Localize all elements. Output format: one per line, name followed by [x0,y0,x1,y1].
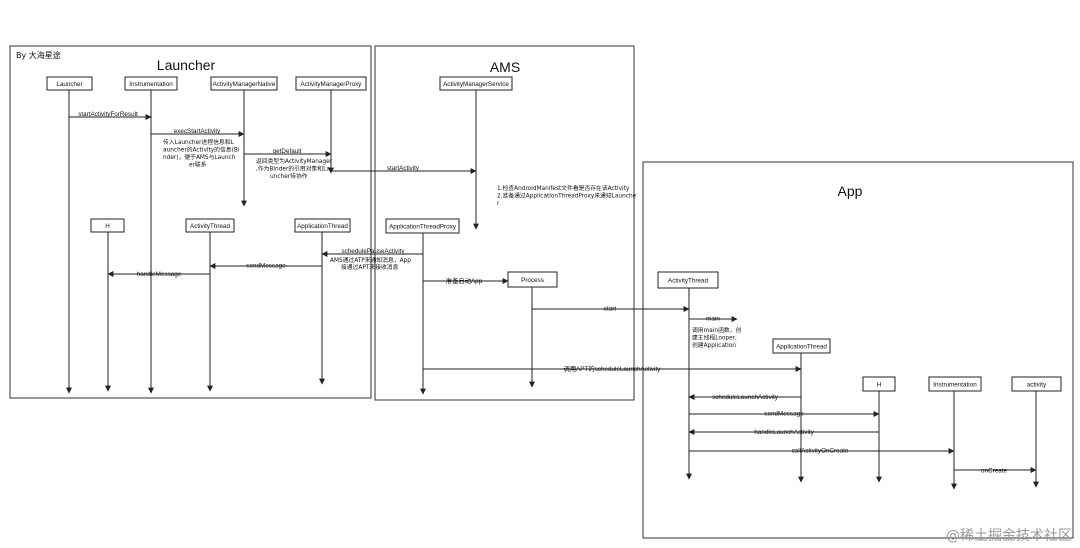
participant-app-h: H [862,376,896,392]
svg-text:startActivity: startActivity [387,165,420,172]
participant-app-application-thread: ApplicationThread [772,338,831,354]
svg-text:sendMessage: sendMessage [246,263,286,270]
svg-text:准备启动App: 准备启动App [446,276,483,285]
svg-text:handleMessage: handleMessage [137,271,182,278]
message-get-default: getDefault [244,148,332,157]
message-schedule-launch-activity: scheduleLaunchActivity [688,394,801,401]
message-main: main [689,316,738,323]
participant-process: Process [507,271,558,288]
svg-text:ApplicationThreadProxy: ApplicationThreadProxy [389,224,457,231]
message-start-activity-for-result: startActivityForResult [69,111,152,120]
svg-text:getDefault: getDefault [273,148,302,155]
participant-app-activity-thread: ActivityThread [657,271,719,289]
svg-text:execStartActivity: execStartActivity [174,128,221,135]
message-start-activity: startActivity [331,165,477,174]
note-get-default: 返回类型为ActivityManager ,作为Binder的引用对象和La u… [256,157,334,180]
message-schedule-launch-activity-call: 调用APT的scheduleLaunchActivity [423,364,802,373]
participant-launcher-activity-thread: ActivityThread [185,218,235,233]
svg-text:H: H [105,223,110,230]
message-call-activity-on-create: callActivityOnCreate [689,448,955,455]
participant-instrumentation: Instrumentation [124,76,178,91]
svg-text:onCreate: onCreate [981,468,1007,475]
svg-text:调用APT的scheduleLaunchActivity: 调用APT的scheduleLaunchActivity [564,364,662,373]
svg-text:startActivityForResult: startActivityForResult [78,111,138,118]
note-ams: 1.检查AndroidManifest文件看是否存在该Activity 2.准备… [497,184,638,207]
svg-text:ApplicationThread: ApplicationThread [776,344,827,351]
message-send-message-app: sendMessage [689,411,880,418]
svg-text:Instrumentation: Instrumentation [933,382,977,389]
message-handle-launch-activity: handleLaunchActivity [688,429,879,436]
svg-text:schedulePauseActivity: schedulePauseActivity [341,248,405,255]
message-on-create: onCreate [954,467,1037,475]
svg-text:ApplicationThread: ApplicationThread [297,223,348,230]
launcher-frame-title: Launcher [157,57,216,73]
svg-text:callActivityOnCreate: callActivityOnCreate [792,448,849,455]
app-frame: App [642,161,1074,539]
svg-text:main: main [706,316,720,323]
svg-text:sendMessage: sendMessage [764,411,804,418]
message-prepare-app: 准备启动App [423,276,509,285]
message-start: start [532,306,690,313]
svg-text:H: H [877,382,882,389]
participant-activity-manager-proxy: ActivityManagerProxy [295,76,367,91]
note-schedule-pause: AMS通过ATP来通知消息，App 接通过APT来接收消息 [330,256,413,271]
watermark: @稀土掘金技术社区 [946,528,1072,544]
svg-text:Launcher: Launcher [56,81,82,88]
participant-application-thread-proxy: ApplicationThreadProxy [385,218,460,234]
svg-text:handleLaunchActivity: handleLaunchActivity [754,429,814,436]
message-exec-start-activity: execStartActivity [151,128,245,137]
participant-activity-manager-native: ActivityManagerNative [210,76,278,91]
svg-text:ActivityManagerProxy: ActivityManagerProxy [301,81,363,88]
message-schedule-pause-activity: schedulePauseActivity [321,248,423,257]
message-handle-message: handleMessage [107,271,210,278]
svg-text:ActivityThread: ActivityThread [190,223,230,230]
note-exec-start-activity: 传入Launcher进程信息和L auncher的Activity的信息(Bi … [163,138,241,169]
svg-text:activity: activity [1027,382,1047,389]
svg-text:scheduleLaunchActivity: scheduleLaunchActivity [712,394,779,401]
svg-text:Process: Process [521,277,544,284]
author-label: By 大海星途 [16,50,61,60]
svg-text:ActivityThread: ActivityThread [668,278,708,285]
ams-frame: AMS [374,45,635,401]
app-frame-title: App [838,183,863,199]
svg-text:Instrumentation: Instrumentation [129,81,173,88]
launcher-frame: By 大海星途 Launcher [9,45,372,399]
participant-activity-manager-service: ActivityManagerService [439,76,513,91]
participant-app-instrumentation: Instrumentation [928,376,982,392]
note-main: 调用main函数，创 建主线程Looper, 创建Application [692,326,743,349]
ams-frame-title: AMS [490,59,520,75]
svg-text:ActivityManagerNative: ActivityManagerNative [213,81,276,88]
participant-launcher-application-thread: ApplicationThread [294,218,351,233]
participant-launcher-h: H [90,218,125,233]
participant-activity: activity [1011,376,1062,392]
svg-text:start: start [604,306,616,313]
message-send-message-launcher: sendMessage [209,263,322,270]
participant-launcher: Launcher [46,76,93,91]
svg-text:ActivityManagerService: ActivityManagerService [443,81,509,88]
